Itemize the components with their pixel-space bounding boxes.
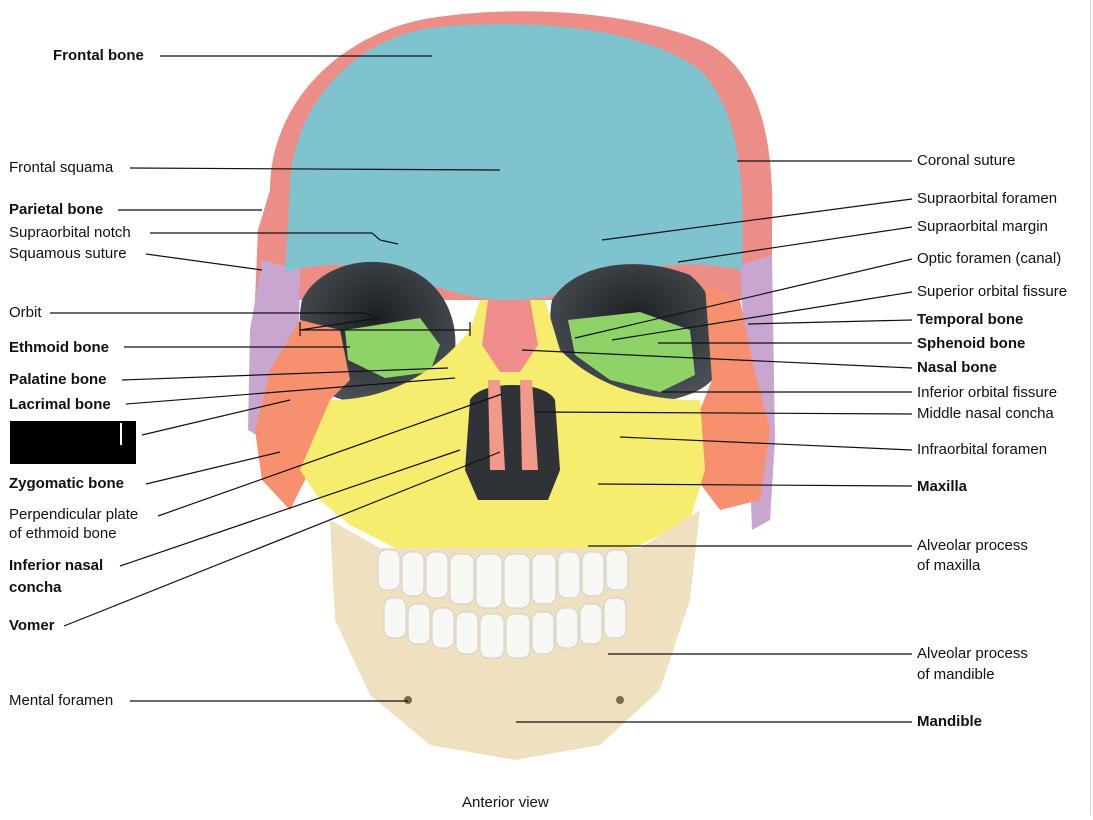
label-supraorbital-foramen: Supraorbital foramen (917, 190, 1058, 207)
label-alveolar-mandible-line2: of mandible (917, 666, 995, 683)
zygomatic-bone-shape-left (255, 320, 350, 510)
label-alveolar-maxilla-line1: Alveolar process (917, 537, 1028, 554)
label-coronal-suture: Coronal suture (917, 152, 1016, 169)
label-perpendicular-plate-line1: Perpendicular plate (9, 506, 139, 523)
mental-foramen-left (404, 696, 412, 704)
label-alveolar-maxilla-line2: of maxilla (917, 557, 981, 574)
label-middle-nasal-concha: Middle nasal concha (917, 405, 1054, 422)
label-palatine-bone: Palatine bone (9, 371, 107, 388)
label-supraorbital-notch: Supraorbital notch (9, 224, 131, 241)
label-lacrimal-bone: Lacrimal bone (9, 396, 111, 413)
nasal-concha-shape (488, 380, 538, 470)
label-vomer: Vomer (9, 617, 55, 634)
label-temporal-bone: Temporal bone (917, 311, 1024, 328)
redacted-label-box (10, 421, 136, 464)
label-sphenoid-bone: Sphenoid bone (917, 335, 1026, 352)
page-edge-divider (1090, 0, 1091, 815)
label-inferior-orbital-fissure: Inferior orbital fissure (917, 384, 1058, 401)
label-inferior-nasal-concha-line2: concha (9, 579, 62, 596)
label-infraorbital-foramen: Infraorbital foramen (917, 441, 1048, 458)
nasal-bone-shape (482, 300, 538, 372)
caption-anterior-view: Anterior view (462, 794, 549, 811)
label-frontal-bone: Frontal bone (53, 47, 144, 64)
teeth-group (377, 549, 629, 659)
label-squamous-suture: Squamous suture (9, 245, 127, 262)
zygomatic-bone-shape-right (690, 285, 770, 510)
label-ethmoid-bone: Ethmoid bone (9, 339, 109, 356)
frontal-bone-shape (285, 24, 743, 301)
label-mental-foramen: Mental foramen (9, 692, 114, 709)
leader-lines (50, 55, 913, 723)
label-zygomatic-bone: Zygomatic bone (9, 475, 125, 492)
label-parietal-bone: Parietal bone (9, 201, 104, 218)
label-nasal-bone: Nasal bone (917, 359, 998, 376)
label-perpendicular-plate-line2: of ethmoid bone (9, 525, 117, 542)
label-maxilla: Maxilla (917, 478, 968, 495)
label-mandible: Mandible (917, 713, 983, 730)
label-superior-orbital-fissure: Superior orbital fissure (917, 283, 1068, 300)
mental-foramen-right (616, 696, 624, 704)
label-inferior-nasal-concha-line1: Inferior nasal (9, 557, 104, 574)
label-frontal-squama: Frontal squama (9, 159, 114, 176)
label-supraorbital-margin: Supraorbital margin (917, 218, 1048, 235)
label-optic-foramen: Optic foramen (canal) (917, 250, 1062, 267)
label-orbit: Orbit (9, 304, 42, 321)
label-alveolar-mandible-line1: Alveolar process (917, 645, 1028, 662)
sphenoid-bone-shape-left (345, 318, 440, 378)
